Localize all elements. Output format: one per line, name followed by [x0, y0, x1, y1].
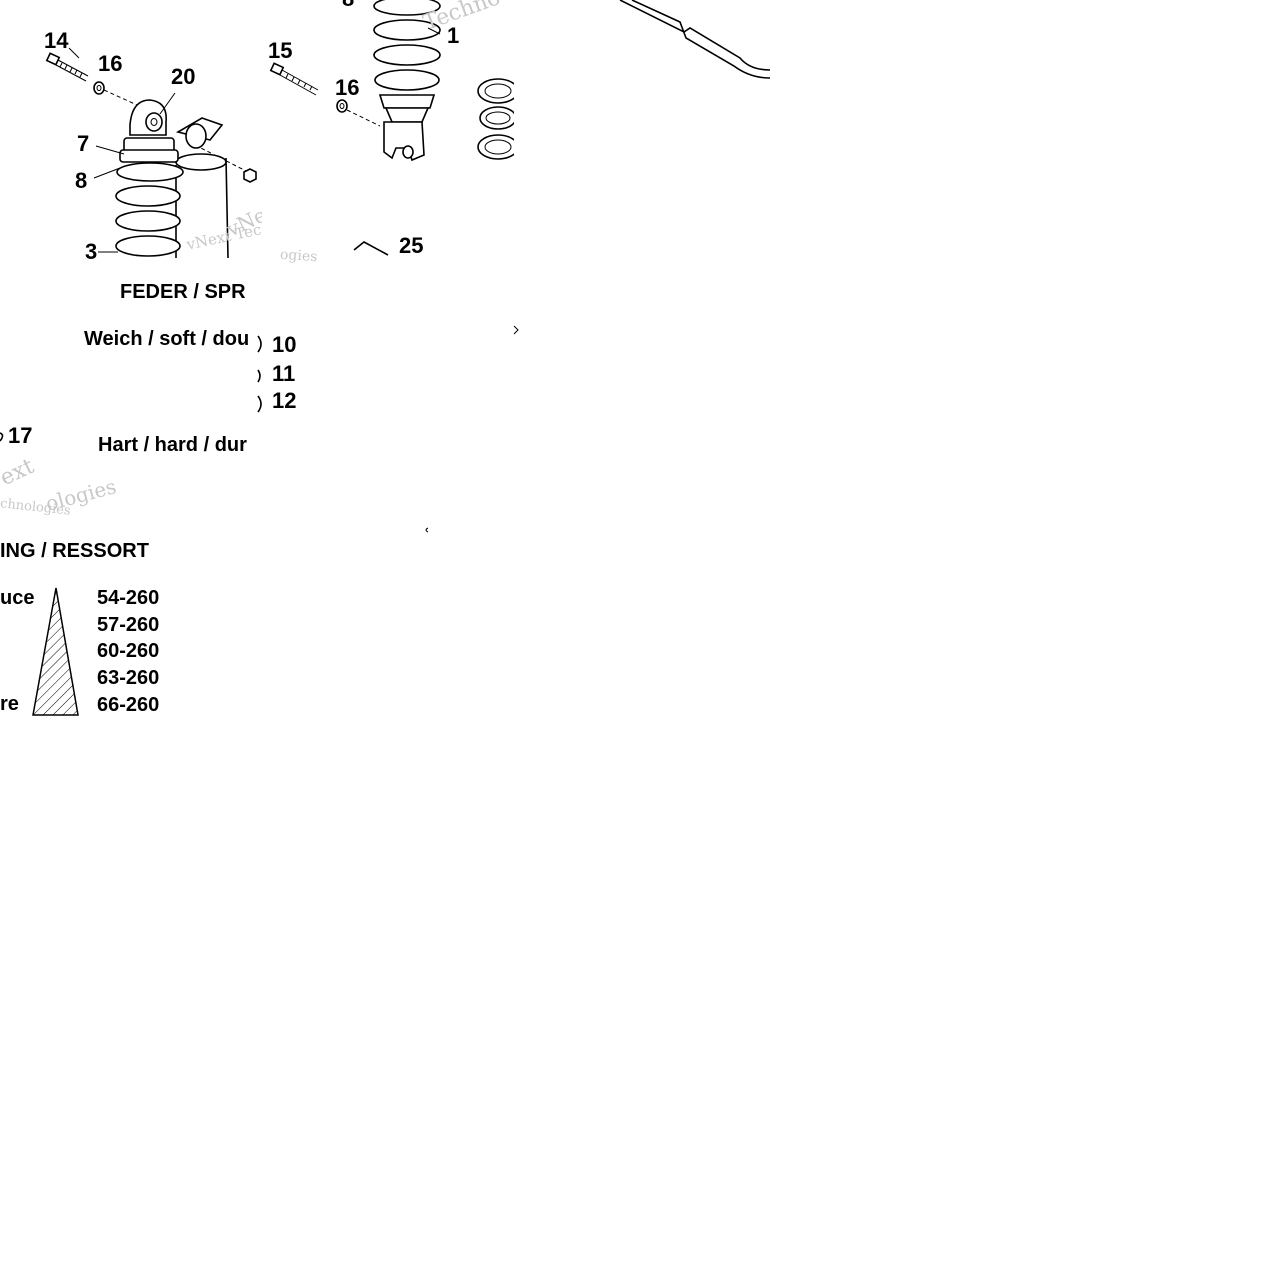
hard-label: Hart / hard / dur	[98, 434, 247, 456]
callout-3: 3	[85, 239, 98, 264]
spring-rate: 57-260	[97, 614, 160, 636]
callout-11: 11	[272, 361, 296, 386]
spring-table-header: ING / RESSORT	[0, 540, 149, 562]
shock-top-eye-icon	[129, 99, 167, 136]
shock-absorber-left-drawing	[45, 47, 257, 259]
table-glyphs	[0, 432, 4, 442]
spring-table-header: FEDER / SPR	[120, 281, 246, 303]
shock-absorber-right-view: 15 16 8 1 25 Techno ogies	[262, 0, 514, 265]
callout-20: 20	[171, 64, 196, 89]
callout-15: 15	[268, 38, 293, 63]
callout-14: 14	[44, 28, 69, 53]
lower-clevis-icon	[383, 121, 425, 162]
bolt-15-icon	[269, 62, 319, 96]
callout-1: 1	[447, 23, 460, 48]
callout-8: 8	[342, 0, 354, 10]
soft-label: Weich / soft / dou	[84, 328, 250, 350]
linkage-arm-drawing	[619, 0, 771, 79]
nut-icon	[243, 168, 257, 183]
spring-part-callouts: 10 11 12	[256, 330, 316, 420]
callout-17: 17	[8, 423, 33, 448]
stiffness-wedge-icon	[32, 587, 79, 716]
callout-12: 12	[272, 388, 297, 413]
spring-rate: 54-260	[97, 587, 160, 609]
seal-rings-icon	[477, 78, 514, 160]
callout-16: 16	[98, 51, 123, 76]
shock-absorber-right-drawing	[269, 0, 514, 256]
bolt-14-icon	[45, 52, 89, 82]
hard-label-suffix: re	[0, 693, 19, 715]
spring-table-german: FEDER / SPR Weich / soft / dou Hart / ha…	[0, 265, 262, 520]
spring-rate: 66-260	[97, 694, 160, 716]
spring-rate: 63-260	[97, 667, 160, 689]
spring-icon	[373, 0, 441, 123]
soft-label-suffix: uce	[0, 587, 35, 609]
callout-10: 10	[272, 332, 297, 357]
callout-25: 25	[399, 233, 424, 258]
callout-8: 8	[75, 168, 88, 193]
shock-absorber-left-view: 14 16 20 7 8 3 vNext Tec vNe	[0, 0, 262, 265]
tool-25-icon	[353, 241, 389, 256]
spring-table-french: ING / RESSORT uce re 54-260 57-260 60-26…	[0, 530, 175, 725]
washer-16-icon	[336, 99, 348, 113]
washer-16-icon	[93, 81, 105, 95]
spring-icon	[115, 137, 184, 257]
callout-7: 7	[77, 131, 90, 156]
linkage-arm-view	[600, 0, 780, 95]
spring-rate: 60-260	[97, 640, 160, 662]
callout-16: 16	[335, 75, 360, 100]
